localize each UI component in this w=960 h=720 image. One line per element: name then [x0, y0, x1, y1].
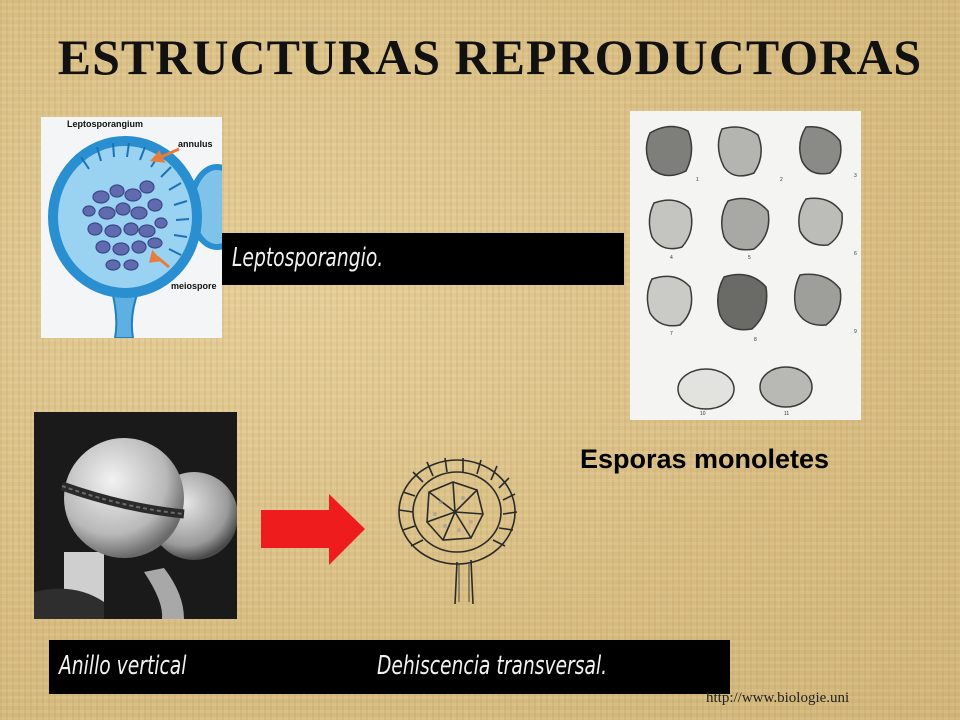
leptosporangio-caption: Leptosporangio. [232, 243, 384, 273]
spore-number-3: 3 [854, 173, 857, 179]
spore-number-7: 7 [670, 331, 673, 337]
red-arrow-icon [259, 492, 367, 567]
spore-number-2: 2 [780, 177, 783, 183]
monolete-spores-caption: Esporas monoletes [580, 444, 830, 474]
vertical-annulus-photo [34, 412, 238, 619]
spore-number-10: 10 [700, 411, 706, 417]
spore-number-8: 8 [754, 337, 757, 343]
vertical-annulus-caption: Anillo vertical [59, 651, 187, 681]
source-url: http://www.biologie.uni [706, 690, 850, 706]
leptosporangium-micrograph: Leptosporangium annulus meiospore [41, 117, 246, 339]
transverse-dehiscence-drawing [393, 452, 533, 614]
spore-number-9: 9 [854, 329, 857, 335]
leptosporangio-caption-bar: Leptosporangio. [222, 233, 624, 285]
transverse-dehiscence-caption: Dehiscencia transversal. [377, 651, 608, 681]
spore-number-11: 11 [784, 411, 789, 417]
spore-number-6: 6 [854, 251, 857, 257]
annulus-label: annulus [178, 139, 213, 149]
slide-title: ESTRUCTURAS REPRODUCTORAS [57, 29, 923, 85]
leptosporangium-label: Leptosporangium [67, 119, 143, 129]
bottom-caption-bar: Anillo vertical Dehiscencia transversal. [49, 640, 730, 694]
spore-number-5: 5 [748, 255, 751, 261]
monolete-spores-plate: 1 2 3 4 5 6 7 8 9 10 11 [630, 111, 861, 420]
spore-number-1: 1 [696, 177, 699, 183]
spore-number-4: 4 [670, 255, 673, 261]
meiospore-label: meiospore [171, 281, 217, 291]
